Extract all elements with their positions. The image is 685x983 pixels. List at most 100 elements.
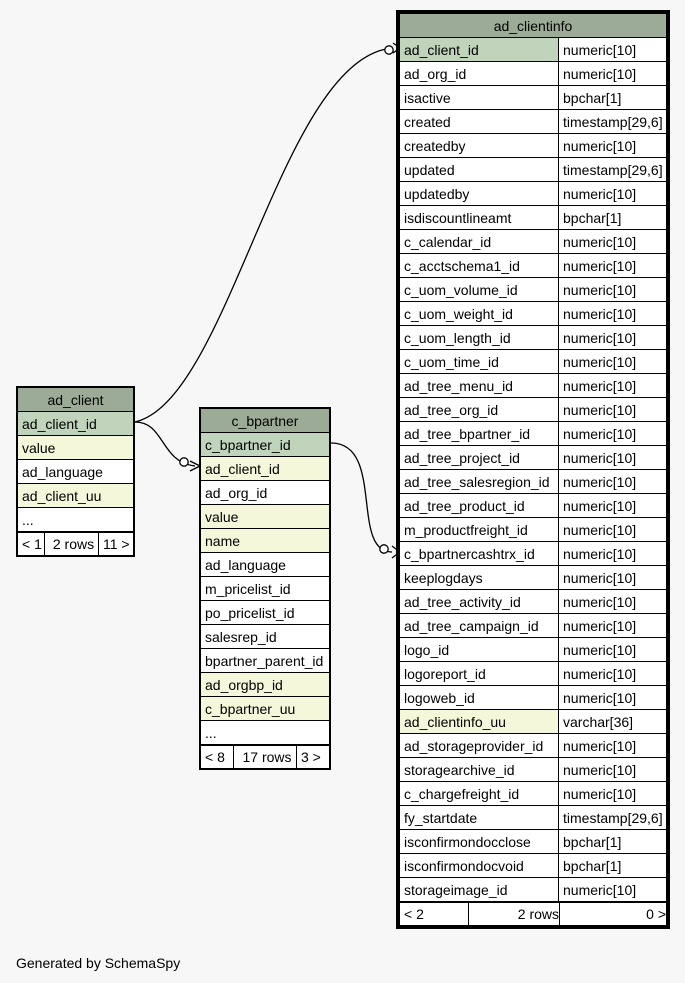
column-row[interactable]: ...: [200, 720, 330, 745]
children-count[interactable]: 3 >: [296, 745, 330, 769]
column-name[interactable]: isdiscountlineamt: [399, 205, 559, 230]
column-name[interactable]: ad_client_uu: [17, 483, 134, 508]
table-title[interactable]: ad_clientinfo: [399, 13, 667, 38]
column-name[interactable]: keeplogdays: [399, 565, 559, 590]
column-name[interactable]: value: [200, 504, 330, 529]
column-name[interactable]: created: [399, 109, 559, 134]
column-name[interactable]: ad_language: [200, 552, 330, 577]
column-name[interactable]: fy_startdate: [399, 805, 559, 830]
column-name[interactable]: c_bpartner_uu: [200, 696, 330, 721]
parents-count[interactable]: < 1: [17, 532, 45, 556]
column-row[interactable]: value: [200, 504, 330, 529]
column-name[interactable]: updatedby: [399, 181, 559, 206]
table-title[interactable]: ad_client: [17, 387, 134, 412]
column-name[interactable]: isactive: [399, 85, 559, 110]
column-name[interactable]: storageimage_id: [399, 877, 559, 902]
column-name[interactable]: ad_org_id: [200, 480, 330, 505]
column-name[interactable]: c_uom_weight_id: [399, 301, 559, 326]
column-name[interactable]: c_uom_length_id: [399, 325, 559, 350]
column-name[interactable]: m_pricelist_id: [200, 576, 330, 601]
column-row[interactable]: bpartner_parent_id: [200, 648, 330, 673]
column-name[interactable]: c_calendar_id: [399, 229, 559, 254]
column-name[interactable]: c_bpartnercashtrx_id: [399, 541, 559, 566]
column-name[interactable]: ad_language: [17, 459, 134, 484]
column-row[interactable]: c_bpartner_id: [200, 432, 330, 457]
column-name[interactable]: ad_clientinfo_uu: [399, 709, 559, 734]
column-name[interactable]: po_pricelist_id: [200, 600, 330, 625]
column-row[interactable]: salesrep_id: [200, 624, 330, 649]
column-name[interactable]: ad_client_id: [17, 411, 134, 436]
column-row[interactable]: ...: [17, 507, 134, 532]
column-name[interactable]: storagearchive_id: [399, 757, 559, 782]
parents-count[interactable]: < 2: [399, 902, 469, 926]
column-name[interactable]: logoreport_id: [399, 661, 559, 686]
column-name[interactable]: ad_tree_salesregion_id: [399, 469, 559, 494]
column-name[interactable]: ad_client_id: [399, 37, 559, 62]
parents-count[interactable]: < 8: [200, 745, 234, 769]
column-name[interactable]: updated: [399, 157, 559, 182]
column-name[interactable]: bpartner_parent_id: [200, 648, 330, 673]
column-name[interactable]: ad_org_id: [399, 61, 559, 86]
column-name[interactable]: c_acctschema1_id: [399, 253, 559, 278]
column-name[interactable]: c_uom_volume_id: [399, 277, 559, 302]
column-name[interactable]: ad_tree_activity_id: [399, 589, 559, 614]
column-name[interactable]: ad_tree_menu_id: [399, 373, 559, 398]
column-name[interactable]: ad_tree_campaign_id: [399, 613, 559, 638]
column-name[interactable]: ad_tree_org_id: [399, 397, 559, 422]
column-name[interactable]: ...: [17, 507, 134, 532]
column-name[interactable]: c_chargefreight_id: [399, 781, 559, 806]
column-name[interactable]: logo_id: [399, 637, 559, 662]
column-name[interactable]: ad_tree_product_id: [399, 493, 559, 518]
column-name[interactable]: salesrep_id: [200, 624, 330, 649]
column-name[interactable]: ad_orgbp_id: [200, 672, 330, 697]
column-row[interactable]: ad_org_id: [200, 480, 330, 505]
column-name[interactable]: name: [200, 528, 330, 553]
column-name[interactable]: ad_tree_bpartner_id: [399, 421, 559, 446]
column-name[interactable]: c_uom_time_id: [399, 349, 559, 374]
column-row[interactable]: name: [200, 528, 330, 553]
column-row[interactable]: value: [17, 435, 134, 460]
column-name[interactable]: ad_storageprovider_id: [399, 733, 559, 758]
column-row[interactable]: m_pricelist_id: [200, 576, 330, 601]
column-name[interactable]: ...: [200, 720, 330, 745]
column-name[interactable]: m_productfreight_id: [399, 517, 559, 542]
column-name[interactable]: c_bpartner_id: [200, 432, 330, 457]
column-name[interactable]: isconfirmondocvoid: [399, 853, 559, 878]
column-row[interactable]: ad_client_id: [200, 456, 330, 481]
column-row[interactable]: ad_orgbp_id: [200, 672, 330, 697]
